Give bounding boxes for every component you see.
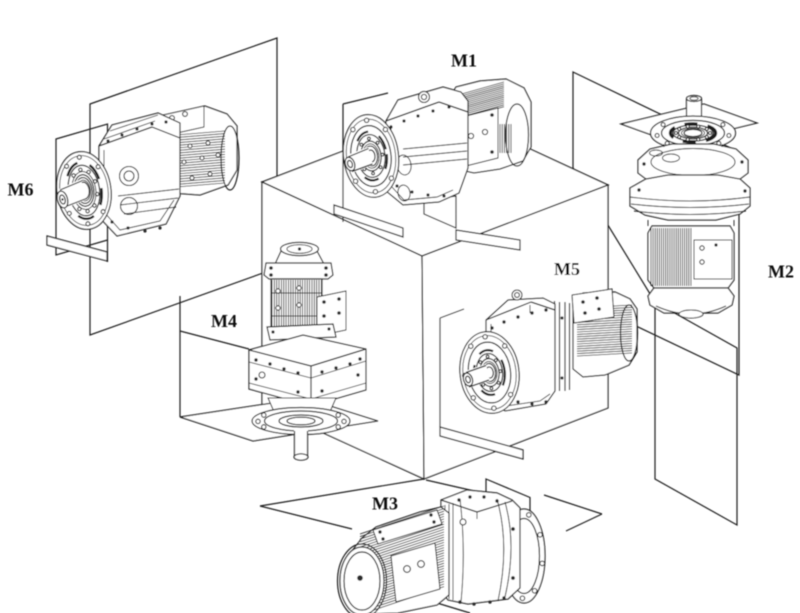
svg-text:M2: M2 [768,262,794,282]
svg-text:M6: M6 [8,180,34,200]
svg-text:M3: M3 [372,494,398,514]
svg-text:M1: M1 [451,51,477,71]
svg-text:M4: M4 [211,311,237,331]
svg-text:M5: M5 [554,259,580,279]
